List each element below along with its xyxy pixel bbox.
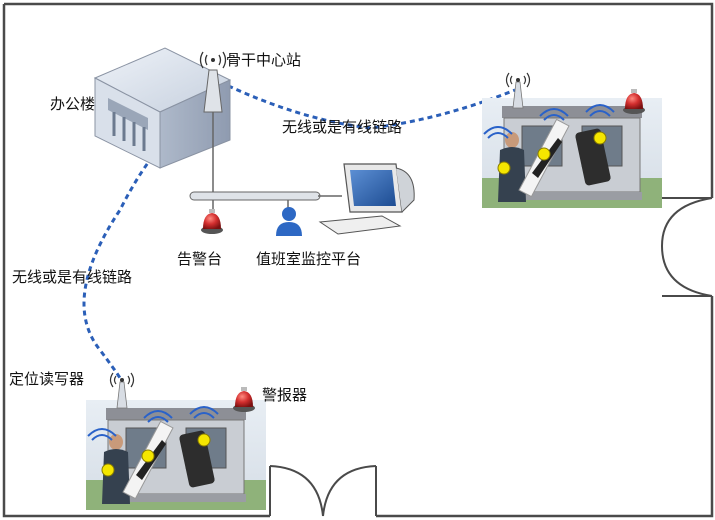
antenna-tower-icon: [203, 69, 223, 196]
antenna-signal-icon: [199, 51, 227, 69]
bottom-door: [269, 465, 377, 517]
label-link-top: 无线或是有线链路: [282, 118, 403, 136]
label-alarm-desk: 告警台: [177, 250, 223, 268]
label-monitor-platform: 值班室监控平台: [256, 250, 362, 268]
label-backbone-station: 骨干中心站: [226, 51, 302, 69]
siren-icon: [623, 89, 645, 114]
siren-icon: [233, 387, 255, 412]
guard-booth-photo-bottom: [85, 399, 267, 511]
link-backbone-to-booth-right: [219, 80, 516, 130]
computer-icon: [318, 163, 415, 235]
user-icon: [276, 207, 302, 236]
label-alarm-device: 警报器: [262, 386, 308, 404]
label-locator-reader: 定位读写器: [9, 370, 85, 388]
right-door: [661, 197, 713, 297]
network-bus-icon: [189, 191, 342, 212]
link-backbone-to-reader: [82, 94, 219, 379]
siren-icon: [201, 209, 223, 234]
label-link-left: 无线或是有线链路: [12, 268, 133, 286]
link-lines: [82, 80, 516, 379]
label-office-building: 办公楼: [50, 95, 96, 113]
guard-booth-photo-right: [481, 97, 663, 209]
